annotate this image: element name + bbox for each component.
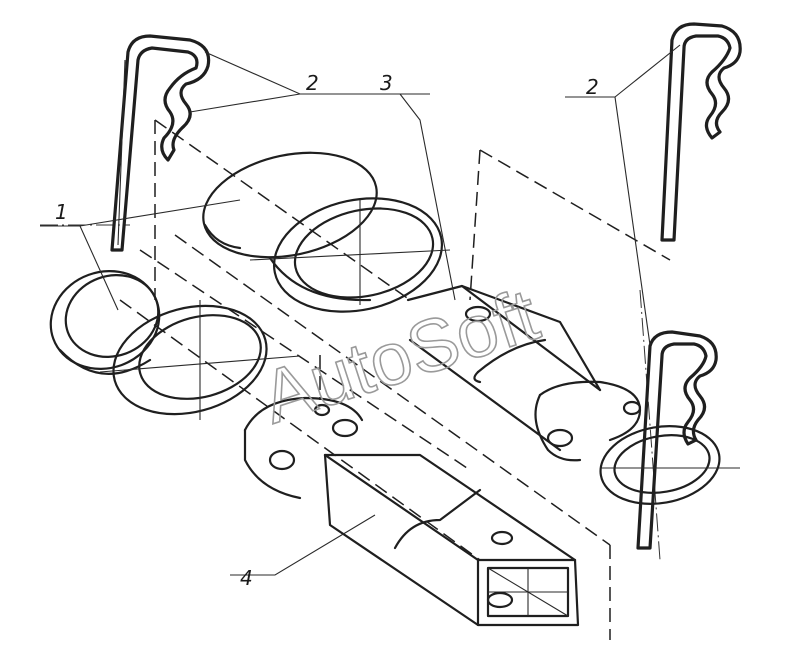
callout-label-1: 1 <box>55 200 68 224</box>
retaining-pin-left <box>110 34 211 252</box>
square-tube-4 <box>243 396 580 627</box>
leader-lines <box>40 44 681 576</box>
callout-label-3: 3 <box>380 71 393 95</box>
retaining-pin-right-lower <box>636 330 718 550</box>
callout-label-2-left: 2 <box>306 71 319 95</box>
bushing-pair-1 <box>49 270 301 420</box>
callout-label-2-right: 2 <box>586 75 599 99</box>
shaft-with-fork-3 <box>406 284 740 505</box>
bushing-pair-2 <box>202 151 451 313</box>
callout-label-4: 4 <box>240 566 253 590</box>
retaining-pin-right-top <box>660 22 742 242</box>
construction-lines <box>40 119 671 640</box>
